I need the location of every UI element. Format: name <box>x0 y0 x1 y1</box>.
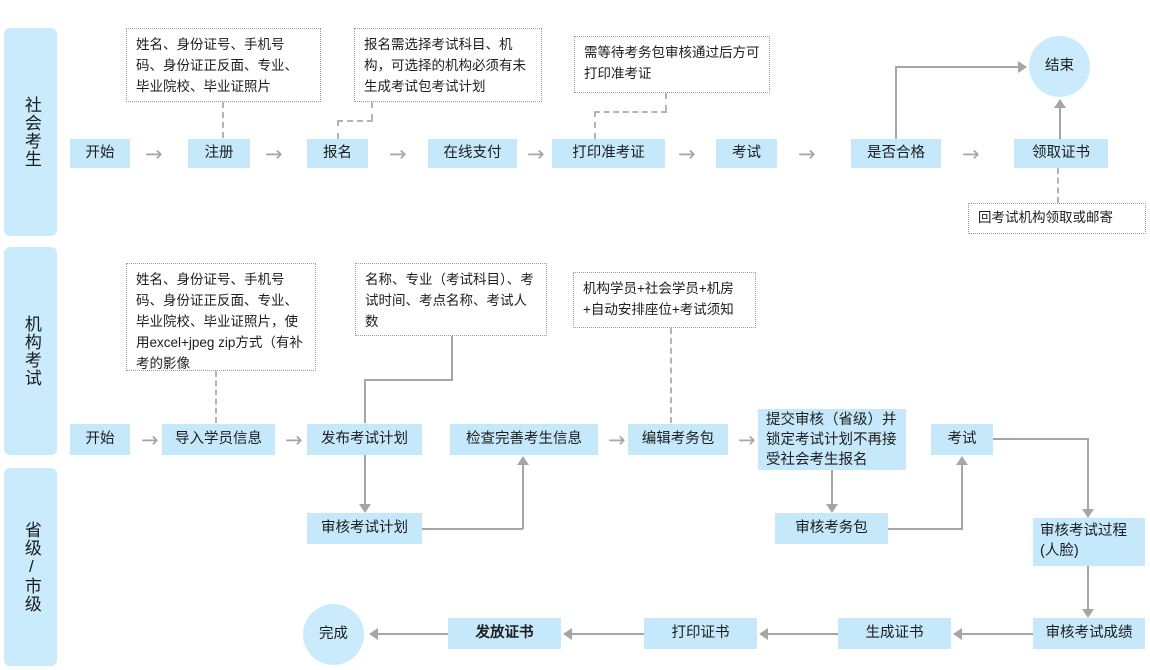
dash-ticket-note-link <box>594 111 596 139</box>
line-reviewplan-to-check-v <box>522 465 524 529</box>
line-pass-to-end-h <box>895 66 1018 68</box>
node-r2-import-students[interactable]: 导入学员信息 <box>162 424 275 455</box>
note-ticket-rule: 需等待考务包审核通过后方可打印准考证 <box>574 36 770 93</box>
line-exam-to-reviewproc-v <box>1087 438 1089 509</box>
arrowhead-gen-to-print <box>759 628 768 640</box>
dash-signup-note-drop <box>371 102 373 120</box>
node-r2-start[interactable]: 开始 <box>70 424 130 455</box>
dash-cert-pickup-link <box>1057 168 1059 203</box>
dash-signup-note-run <box>337 120 373 122</box>
node-r1-print-ticket[interactable]: 打印准考证 <box>552 139 665 168</box>
arrowhead-reviewproc-to-score <box>1082 609 1094 618</box>
line-reviewpkg-to-exam-v <box>961 465 963 529</box>
note-plan-fields: 名称、专业（考试科目）、考试时间、考点名称、考试人数 <box>355 263 547 336</box>
line-score-to-gen <box>962 633 1033 635</box>
dash-signup-note-link <box>337 120 339 139</box>
line-plan-note-link <box>364 379 366 423</box>
node-r2-publish-plan[interactable]: 发布考试计划 <box>307 424 422 455</box>
node-r2-review-plan[interactable]: 审核考试计划 <box>307 513 422 544</box>
arrow-r2-1: → <box>141 428 159 452</box>
line-plan-note-run <box>364 379 453 381</box>
node-r2-exam[interactable]: 考试 <box>931 424 993 455</box>
arrowhead-submit-to-reviewpkg <box>826 504 838 513</box>
dash-register-note-link <box>222 102 224 138</box>
lane-social-candidate: 社会考生 <box>4 28 57 236</box>
line-reviewproc-to-score <box>1087 566 1089 609</box>
note-package-fields: 机构学员+社会学员+机房+自动安排座位+考试须知 <box>573 272 756 328</box>
node-r3-print-cert[interactable]: 打印证书 <box>644 618 757 649</box>
arrowhead-exam-to-reviewproc <box>1082 509 1094 518</box>
dash-import-note-link <box>215 371 217 423</box>
node-r1-online-pay[interactable]: 在线支付 <box>428 139 517 168</box>
arrow-r2-4: → <box>738 428 756 452</box>
arrowhead-pass-to-end <box>1018 61 1027 73</box>
node-r3-review-process[interactable]: 审核考试过程 (人脸) <box>1033 518 1145 566</box>
arrowhead-print-to-issue <box>563 628 572 640</box>
note-cert-pickup: 回考试机构领取或邮寄 <box>968 203 1146 234</box>
line-print-to-issue <box>572 633 644 635</box>
line-cert-to-end <box>1059 108 1061 139</box>
line-submit-to-reviewpkg <box>831 470 833 504</box>
line-publish-to-reviewplan <box>364 455 366 504</box>
arrowhead-reviewplan-to-check <box>517 456 529 465</box>
node-r2-submit-review[interactable]: 提交审核（省级）并锁定考试计划不再接受社会考生报名 <box>758 409 906 470</box>
node-r1-signup[interactable]: 报名 <box>307 139 368 168</box>
arrow-r1-6: → <box>798 142 816 166</box>
lane-province-city: 省级/市级 <box>4 468 57 666</box>
line-issue-to-done <box>378 633 448 635</box>
node-r3-review-score[interactable]: 审核考试成绩 <box>1033 618 1145 649</box>
arrowhead-publish-to-reviewplan <box>359 504 371 513</box>
node-r1-pass-check[interactable]: 是否合格 <box>851 139 941 168</box>
arrow-r2-2: → <box>285 428 303 452</box>
arrow-r1-2: → <box>265 142 283 166</box>
arrow-r1-4: → <box>527 142 545 166</box>
arrowhead-cert-to-end <box>1054 99 1066 108</box>
node-r1-register[interactable]: 注册 <box>188 139 250 168</box>
arrowhead-reviewpkg-to-exam <box>956 456 968 465</box>
node-r3-generate-cert[interactable]: 生成证书 <box>838 618 951 649</box>
node-r3-issue-cert[interactable]: 发放证书 <box>448 618 561 649</box>
arrowhead-issue-to-done <box>369 628 378 640</box>
dash-package-note-link <box>670 328 672 423</box>
dash-ticket-note-drop <box>665 93 667 111</box>
lane-institution-exam: 机构考试 <box>4 247 57 455</box>
arrow-r1-3: → <box>389 142 407 166</box>
node-r2-edit-package[interactable]: 编辑考务包 <box>628 424 728 455</box>
line-pass-to-end-v <box>895 66 897 139</box>
line-gen-to-print <box>768 633 838 635</box>
arrow-r1-7: → <box>962 142 980 166</box>
node-r1-exam[interactable]: 考试 <box>716 139 777 168</box>
arrow-r2-3: → <box>608 428 626 452</box>
node-r1-start[interactable]: 开始 <box>70 139 130 168</box>
note-import-fields: 姓名、身份证号、手机号码、身份证正反面、专业、毕业院校、毕业证照片，使用exce… <box>126 263 316 371</box>
node-r1-get-cert[interactable]: 领取证书 <box>1014 139 1108 168</box>
node-r2-review-package[interactable]: 审核考务包 <box>775 513 888 544</box>
line-reviewplan-to-check-h <box>422 528 523 530</box>
dash-ticket-note-run <box>594 111 667 113</box>
arrow-r1-1: → <box>145 142 163 166</box>
line-reviewpkg-to-exam-h <box>888 528 963 530</box>
line-plan-note-drop <box>451 336 453 380</box>
note-register-fields: 姓名、身份证号、手机号码、身份证正反面、专业、毕业院校、毕业证照片 <box>126 28 321 102</box>
node-r3-done[interactable]: 完成 <box>303 604 364 665</box>
line-exam-to-reviewproc-h <box>993 438 1089 440</box>
arrow-r1-5: → <box>678 142 696 166</box>
arrowhead-score-to-gen <box>953 628 962 640</box>
node-r2-check-candidates[interactable]: 检查完善考生信息 <box>450 424 598 455</box>
note-signup-rule: 报名需选择考试科目、机构，可选择的机构必须有未生成考试包考试计划 <box>354 28 542 102</box>
node-r1-end[interactable]: 结束 <box>1029 36 1090 97</box>
